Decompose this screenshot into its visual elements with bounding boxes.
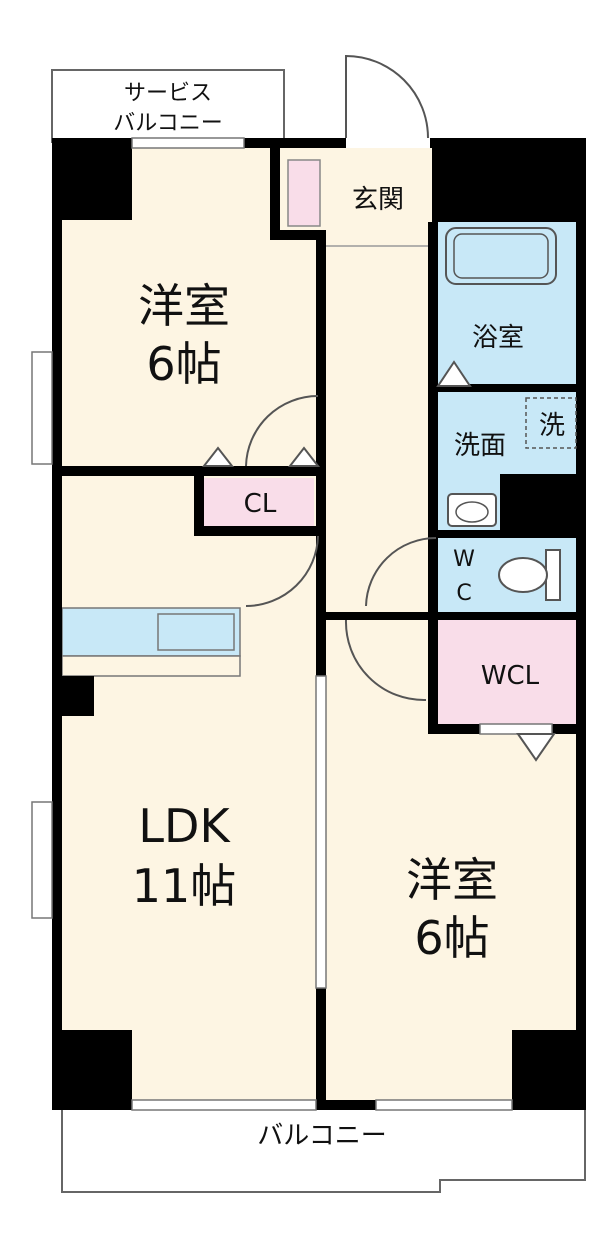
bathtub	[445, 227, 557, 285]
washer-label: 洗	[539, 411, 565, 441]
ldk-name: LDK	[138, 799, 231, 853]
door-swings	[245, 245, 437, 702]
entrance-door-swing	[345, 54, 429, 139]
yoshitsu-nw-size: 6帖	[146, 337, 221, 391]
cl-area	[202, 478, 314, 528]
service-balcony-area	[51, 69, 285, 143]
washbasin	[447, 493, 497, 527]
bath-label: 浴室	[472, 323, 524, 353]
wcl-label: WCL	[481, 661, 540, 691]
washer-space	[525, 397, 577, 449]
cl-label: CL	[244, 489, 277, 519]
toilet-bowl	[498, 557, 548, 593]
entrance-door-opening	[346, 138, 430, 148]
service-balcony-label-2: バルコニー	[113, 111, 223, 136]
ldk-size: 11帖	[132, 859, 237, 913]
wcl-area	[436, 620, 584, 724]
kitchen-sink	[157, 613, 235, 651]
balcony-label: バルコニー	[257, 1121, 386, 1151]
toilet-tank	[545, 549, 561, 601]
washroom-label: 洗面	[454, 431, 506, 461]
walls	[52, 138, 586, 1110]
wc-label-1: W	[453, 547, 475, 572]
balcony-area	[61, 1104, 586, 1193]
genkan-label: 玄関	[352, 185, 404, 215]
vent-markers	[201, 360, 556, 762]
yoshitsu-se-name: 洋室	[406, 853, 498, 907]
wc-label-2: C	[456, 581, 471, 606]
yoshitsu-nw-name: 洋室	[138, 279, 230, 333]
yoshitsu-se-size: 6帖	[414, 911, 489, 965]
service-balcony-label-1: サービス	[124, 81, 212, 106]
bathtub-inner	[453, 233, 549, 279]
washbasin-bowl	[455, 501, 489, 523]
shoe-closet	[287, 159, 321, 227]
kitchen-base	[61, 655, 241, 677]
